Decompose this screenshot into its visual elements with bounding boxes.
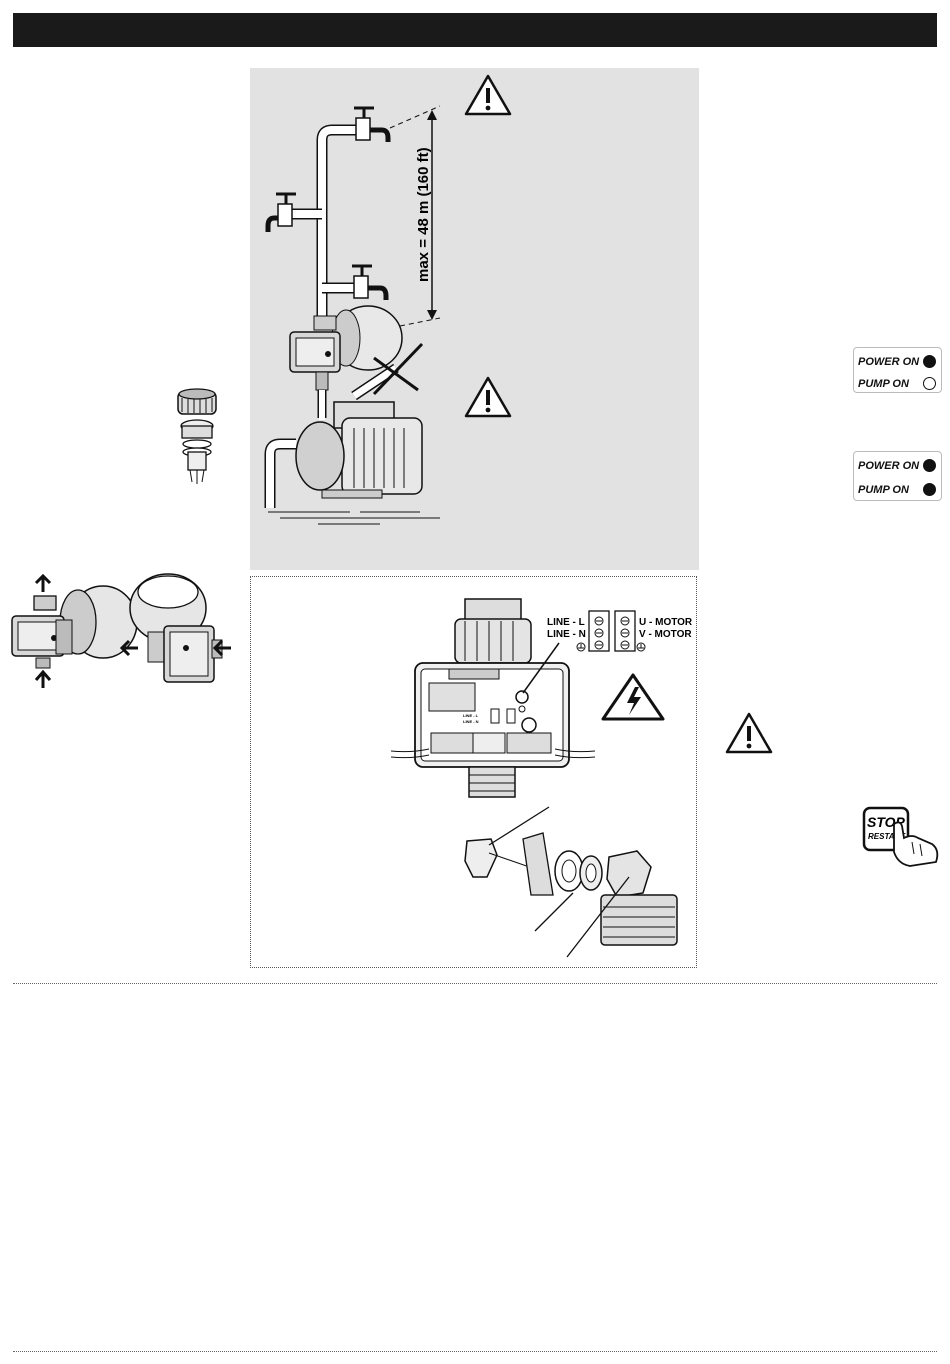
installation-panel: max = 48 m (160 ft) bbox=[250, 68, 699, 570]
pump-led bbox=[923, 483, 936, 496]
svg-text:LINE - L: LINE - L bbox=[463, 713, 479, 718]
stop-restart-button[interactable]: STOP RESTART bbox=[860, 804, 944, 868]
wiring-panel: LINE - L LINE - N LINE - L LINE - N U - … bbox=[250, 576, 697, 968]
power-led bbox=[923, 355, 936, 368]
fitting-parts-illustration bbox=[168, 386, 228, 486]
power-on-label: POWER ON bbox=[858, 460, 919, 472]
warning-icon bbox=[727, 712, 773, 756]
hand-icon bbox=[894, 822, 937, 866]
tap-icon bbox=[352, 266, 386, 300]
controller-icon bbox=[290, 316, 340, 390]
svg-text:LINE - N: LINE - N bbox=[463, 719, 479, 724]
wiring-illustration: LINE - L LINE - N LINE - L LINE - N U - … bbox=[251, 577, 698, 969]
orientation-illustration bbox=[8, 570, 233, 695]
cable-gland-illustration bbox=[465, 807, 677, 957]
label-u-motor: U - MOTOR bbox=[639, 617, 693, 628]
section-divider bbox=[13, 983, 937, 984]
warning-icon bbox=[466, 378, 510, 416]
pump-icon bbox=[270, 390, 422, 508]
power-on-label: POWER ON bbox=[858, 356, 919, 368]
label-line-n: LINE - N bbox=[547, 629, 586, 640]
tap-icon bbox=[354, 108, 388, 142]
pump-on-label: PUMP ON bbox=[858, 378, 909, 390]
pump-on-label: PUMP ON bbox=[858, 484, 909, 496]
label-v-motor: V - MOTOR bbox=[639, 629, 692, 640]
power-led bbox=[923, 459, 936, 472]
electric-hazard-icon bbox=[603, 675, 663, 719]
status-indicator-panel: POWER ON PUMP ON bbox=[853, 451, 942, 501]
warning-icon bbox=[466, 76, 510, 114]
tap-icon bbox=[268, 194, 296, 232]
pump-led bbox=[923, 377, 936, 390]
section-divider bbox=[13, 1351, 937, 1352]
header-bar bbox=[13, 13, 937, 47]
status-indicator-panel: POWER ON PUMP ON bbox=[853, 347, 942, 393]
installation-illustration: max = 48 m (160 ft) bbox=[250, 68, 699, 570]
pump-icon bbox=[332, 306, 402, 370]
label-line-l: LINE - L bbox=[547, 617, 585, 628]
max-distance-label: max = 48 m (160 ft) bbox=[415, 147, 432, 282]
